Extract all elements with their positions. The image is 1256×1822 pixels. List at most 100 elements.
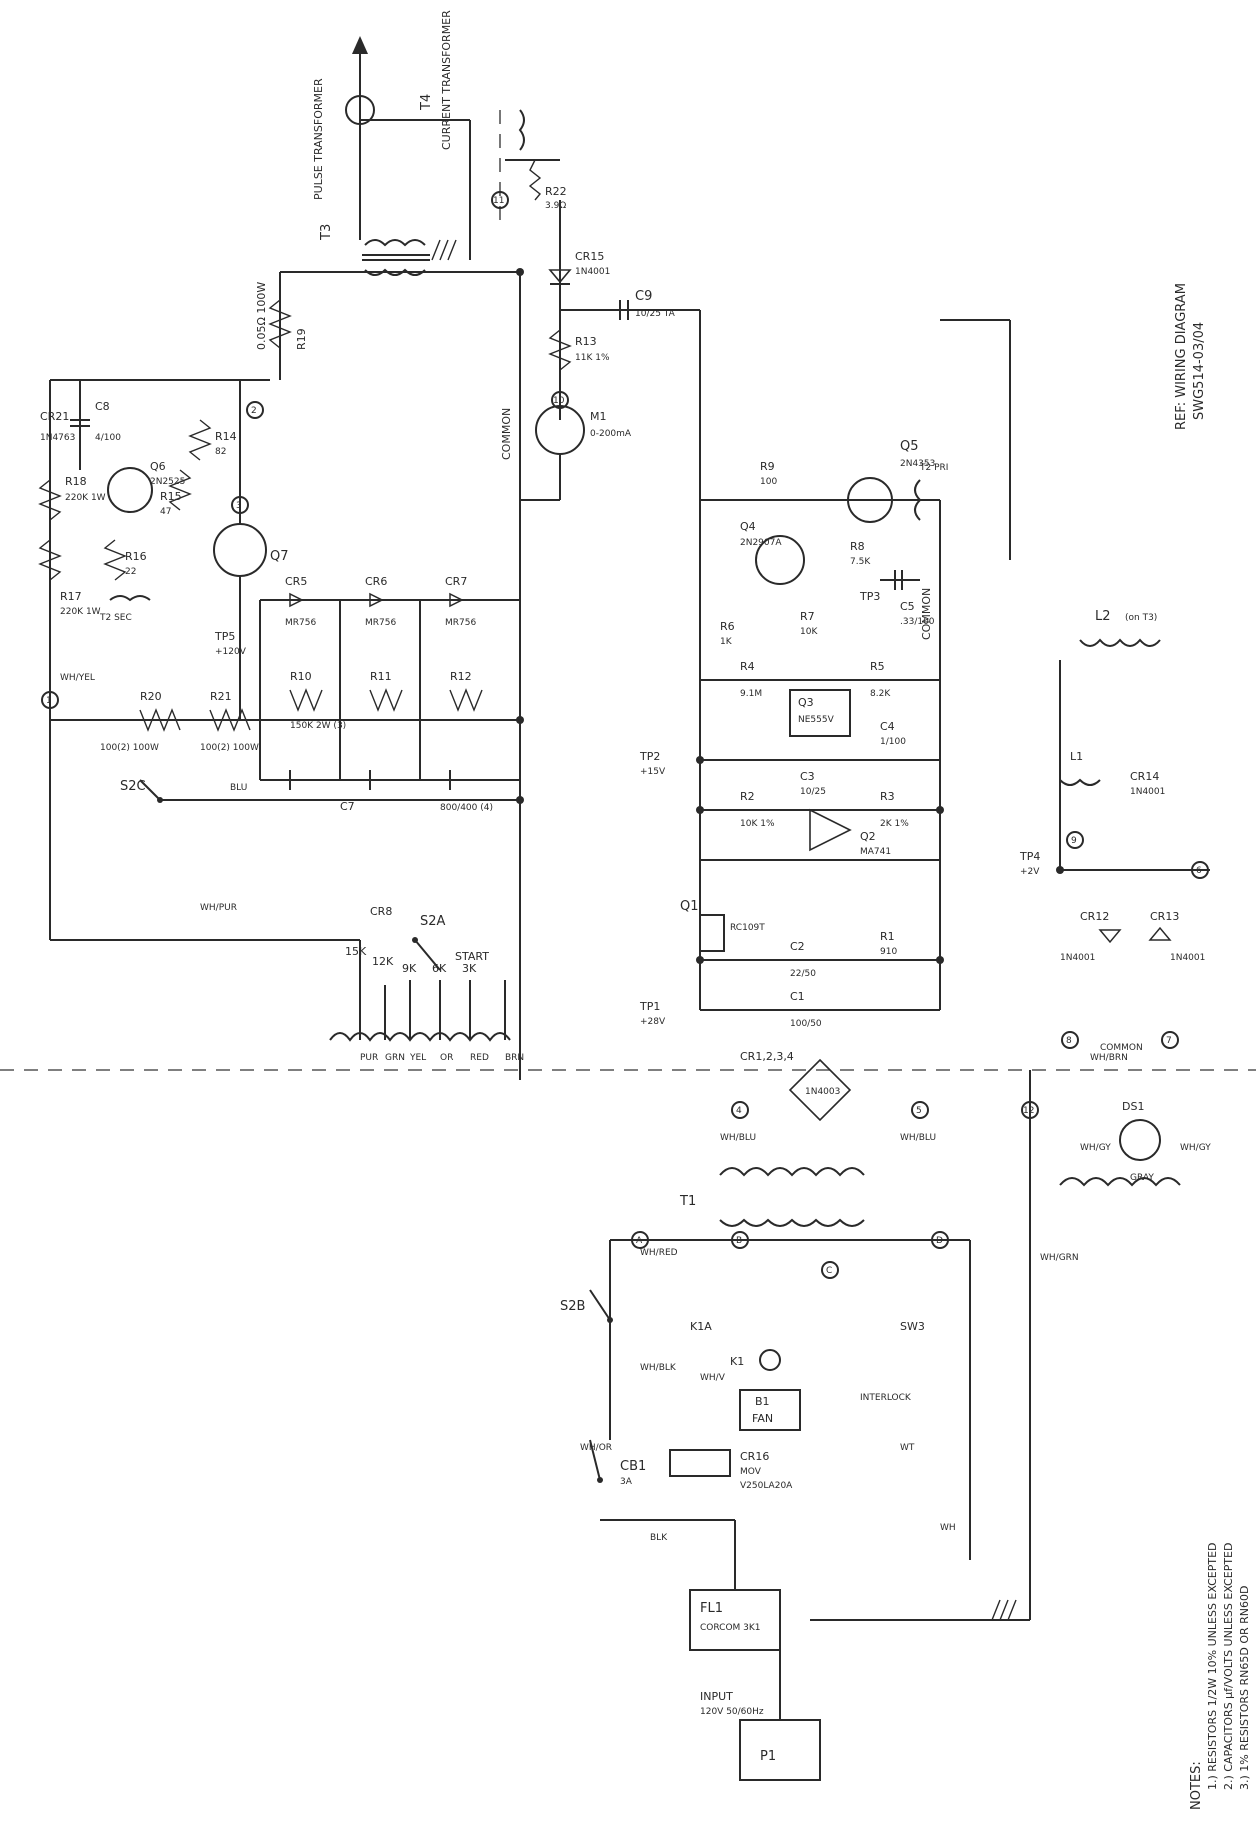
fl1-filter-icon bbox=[689, 1589, 781, 1651]
wire-wh-v: WH/V bbox=[700, 1373, 726, 1383]
l2-coil-icon bbox=[1079, 638, 1161, 647]
junction-dot bbox=[516, 796, 524, 804]
tap-3k: 3K bbox=[462, 962, 477, 975]
svg-text:11: 11 bbox=[493, 196, 504, 206]
r14-label: R14 bbox=[215, 430, 237, 443]
q7-scr-icon bbox=[213, 523, 267, 577]
node-d: D bbox=[931, 1231, 949, 1249]
cr15-diode-icon bbox=[548, 269, 572, 284]
r9-val: 100 bbox=[760, 477, 777, 487]
fl1-val: CORCOM 3K1 bbox=[700, 1623, 761, 1633]
tp4-val: +2V bbox=[1020, 867, 1040, 877]
q6-val: 2N2525 bbox=[150, 477, 185, 487]
r22-resistor-icon bbox=[528, 159, 542, 201]
c2-label: C2 bbox=[790, 940, 805, 953]
r8-label: R8 bbox=[850, 540, 865, 553]
wire-wh: WH bbox=[940, 1523, 956, 1533]
svg-text:A: A bbox=[636, 1236, 643, 1246]
c4-val: 1/100 bbox=[880, 737, 906, 747]
common-label-group: COMMON bbox=[500, 408, 513, 460]
wire-wh-red: WH/RED bbox=[640, 1248, 678, 1258]
c8-val: 4/100 bbox=[95, 433, 121, 443]
b1-fan-icon bbox=[739, 1389, 801, 1431]
svg-text:1: 1 bbox=[46, 696, 52, 706]
cr6-val: MR756 bbox=[365, 618, 396, 628]
s2b-switch-icon bbox=[589, 1289, 611, 1321]
r17-val: 220K 1W bbox=[60, 607, 101, 617]
svg-text:4: 4 bbox=[736, 1106, 742, 1116]
svg-text:10: 10 bbox=[553, 396, 565, 406]
fan-label: FAN bbox=[752, 1412, 773, 1425]
m1-label: M1 bbox=[590, 410, 607, 423]
r18-label: R18 bbox=[65, 475, 87, 488]
node-5: 5 bbox=[911, 1101, 929, 1119]
cr6-diode-icon bbox=[369, 592, 384, 608]
junction-dot bbox=[936, 956, 944, 964]
wire-interlock: INTERLOCK bbox=[860, 1393, 912, 1403]
svg-text:8: 8 bbox=[1066, 1036, 1072, 1046]
r12-resistor-icon bbox=[449, 688, 483, 712]
r3-val: 2K 1% bbox=[880, 819, 909, 829]
c9-label: C9 bbox=[635, 289, 652, 304]
svg-text:6: 6 bbox=[1196, 866, 1202, 876]
cr7-diode-icon bbox=[449, 592, 464, 608]
r18-resistor-icon bbox=[38, 479, 62, 521]
ds1-label: DS1 bbox=[1122, 1100, 1144, 1113]
note-3: 3.) 1% RESISTORS RN65D OR RN60D bbox=[1238, 1585, 1251, 1790]
l2-val: (on T3) bbox=[1125, 613, 1157, 623]
ref-line-2: SWG514-03/04 bbox=[1192, 322, 1207, 420]
cr12-diode-icon bbox=[1098, 929, 1122, 944]
svg-text:C: C bbox=[826, 1266, 832, 1276]
r21-val: 100(2) 100W bbox=[200, 743, 259, 753]
cr16-label: CR16 bbox=[740, 1450, 769, 1463]
junction-dot bbox=[936, 806, 944, 814]
input-label: INPUT bbox=[700, 1690, 733, 1703]
svg-text:7: 7 bbox=[1166, 1036, 1172, 1046]
r20-val: 100(2) 100W bbox=[100, 743, 159, 753]
q4-val: 2N2907A bbox=[740, 538, 782, 548]
cr14-val: 1N4001 bbox=[1130, 787, 1165, 797]
notes-block: NOTES: 1.) RESISTORS 1/2W 10% UNLESS EXC… bbox=[1189, 1542, 1251, 1810]
t3-primary-icon bbox=[364, 239, 426, 247]
s2a-label: S2A bbox=[420, 914, 446, 929]
cr21-label: CR21 bbox=[40, 410, 69, 423]
t2-secondary-icon bbox=[109, 595, 151, 602]
ds1-lamp-icon bbox=[1119, 1119, 1161, 1161]
c7-val: 800/400 (4) bbox=[440, 803, 493, 813]
r18-val: 220K 1W bbox=[65, 493, 106, 503]
c7-label: C7 bbox=[340, 800, 355, 813]
start-label: START bbox=[455, 950, 489, 963]
tp5-label: TP5 bbox=[214, 630, 235, 643]
q1-label: Q1 bbox=[680, 899, 699, 914]
r13-label: R13 bbox=[575, 335, 597, 348]
r19-label-group: 0.05Ω 100W R19 bbox=[255, 282, 308, 350]
r21-resistor-icon bbox=[209, 708, 251, 732]
c8-label: C8 bbox=[95, 400, 110, 413]
wire-wh-or: WH/OR bbox=[580, 1443, 612, 1453]
junction-dot bbox=[696, 756, 704, 764]
wire-wh-grn: WH/GRN bbox=[1040, 1253, 1079, 1263]
r19-resistor-icon bbox=[268, 299, 292, 349]
cr7-val: MR756 bbox=[445, 618, 476, 628]
wire-or: OR bbox=[440, 1053, 453, 1063]
junction-dot bbox=[516, 268, 524, 276]
wire-wt: WT bbox=[900, 1443, 915, 1453]
q1-regulator-icon bbox=[699, 914, 725, 952]
svg-text:9: 9 bbox=[1071, 836, 1077, 846]
wire-wh-blu-a: WH/BLU bbox=[720, 1133, 756, 1143]
r2-val: 10K 1% bbox=[740, 819, 775, 829]
q1-val: RC109T bbox=[730, 923, 765, 933]
c2-val: 22/50 bbox=[790, 969, 816, 979]
cr5-diode-icon bbox=[289, 592, 304, 608]
junction-dot bbox=[516, 716, 524, 724]
c3-label: C3 bbox=[800, 770, 815, 783]
tp3-label: TP3 bbox=[859, 590, 880, 603]
wire-wh-yel: WH/YEL bbox=[60, 673, 95, 683]
cr13-label: CR13 bbox=[1150, 910, 1179, 923]
cr16-mov: MOV bbox=[740, 1467, 762, 1477]
ref-block: REF: WIRING DIAGRAM SWG514-03/04 bbox=[1174, 283, 1207, 430]
l1-coil-icon bbox=[1059, 778, 1101, 786]
r15-val: 47 bbox=[160, 507, 171, 517]
r1-val: 910 bbox=[880, 947, 897, 957]
